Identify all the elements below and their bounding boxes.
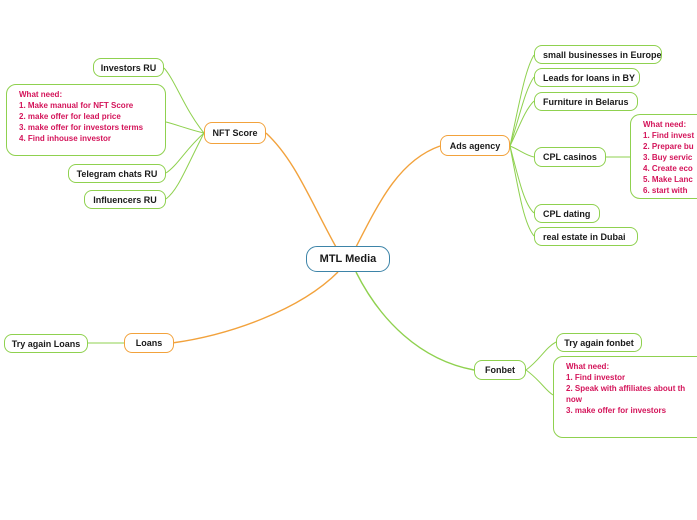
- note-line: 3. Buy servic: [643, 153, 693, 162]
- note-line: 6. start with: [643, 186, 688, 195]
- note-line: 4. Find inhouse investor: [19, 134, 112, 143]
- link-nft-telegram: [165, 132, 205, 174]
- topic-nft-score[interactable]: NFT Score: [204, 122, 266, 144]
- subtopic-influencers-ru[interactable]: Influencers RU: [84, 190, 166, 209]
- subtopic-real-estate-dubai[interactable]: real estate in Dubai: [534, 227, 638, 246]
- topic-loans[interactable]: Loans: [124, 333, 174, 353]
- note-line: now: [566, 395, 582, 404]
- link-ads-dating: [509, 145, 535, 214]
- link-nft-note: [165, 121, 205, 134]
- link-ads-furniture: [509, 100, 535, 147]
- link-fonbet-try: [525, 341, 557, 371]
- topic-fonbet[interactable]: Fonbet: [474, 360, 526, 380]
- link-ads-realestate: [509, 145, 535, 237]
- note-line: 2. make offer for lead price: [19, 112, 121, 121]
- note-line: What need:: [19, 90, 63, 99]
- subtopic-cpl-casinos[interactable]: CPL casinos: [534, 147, 606, 167]
- note-line: 3. make offer for investors terms: [19, 123, 144, 132]
- link-central-fonbet: [355, 271, 475, 371]
- note-nft-score[interactable]: What need: 1. Make manual for NFT Score …: [6, 84, 166, 156]
- link-central-nft: [265, 132, 337, 248]
- subtopic-furniture-belarus[interactable]: Furniture in Belarus: [534, 92, 638, 111]
- link-nft-influencers: [165, 132, 205, 200]
- note-line: 2. Speak with affiliates about th: [566, 384, 686, 393]
- note-fonbet[interactable]: What need: 1. Find investor 2. Speak wit…: [553, 356, 697, 438]
- note-line: 1. Make manual for NFT Score: [19, 101, 134, 110]
- link-ads-small: [509, 54, 535, 147]
- link-central-ads: [355, 145, 441, 248]
- subtopic-investors-ru[interactable]: Investors RU: [93, 58, 164, 77]
- subtopic-cpl-dating[interactable]: CPL dating: [534, 204, 600, 223]
- note-line: What need:: [643, 120, 687, 129]
- subtopic-try-again-fonbet[interactable]: Try again fonbet: [556, 333, 642, 352]
- note-cpl-casinos[interactable]: What need: 1. Find invest 2. Prepare bu …: [630, 114, 697, 199]
- note-line: 1. Find investor: [566, 373, 626, 382]
- note-line: 4. Create eco: [643, 164, 693, 173]
- subtopic-small-businesses-europe[interactable]: small businesses in Europe: [534, 45, 662, 64]
- link-ads-casinos: [509, 145, 535, 158]
- subtopic-try-again-loans[interactable]: Try again Loans: [4, 334, 88, 353]
- note-line: 5. Make Lanc: [643, 175, 693, 184]
- link-nft-investors: [163, 67, 205, 134]
- note-line: 1. Find invest: [643, 131, 695, 140]
- subtopic-telegram-chats-ru[interactable]: Telegram chats RU: [68, 164, 166, 183]
- note-line: 2. Prepare bu: [643, 142, 694, 151]
- link-ads-leads: [509, 76, 535, 147]
- note-line: 3. make offer for investors: [566, 406, 667, 415]
- link-central-loans: [171, 271, 339, 344]
- topic-ads-agency[interactable]: Ads agency: [440, 135, 510, 156]
- central-topic-mtl-media[interactable]: MTL Media: [306, 246, 390, 272]
- link-fonbet-note: [525, 369, 554, 396]
- note-line: What need:: [566, 362, 610, 371]
- subtopic-leads-loans-by[interactable]: Leads for loans in BY: [534, 68, 640, 87]
